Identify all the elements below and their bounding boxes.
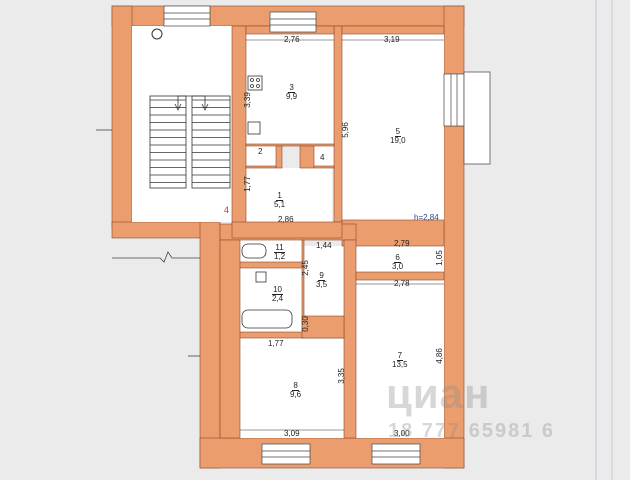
room-6-area: 3,0	[392, 262, 404, 272]
dim-3-39: 3,39	[242, 92, 252, 108]
staircase	[149, 95, 231, 189]
room-10-label: 10 2,4	[272, 285, 284, 304]
fixtures	[241, 75, 293, 329]
watermark-brand: циан	[386, 370, 491, 417]
room-6-label: 6 3,0	[392, 253, 404, 272]
dim-1-77-v: 1,77	[242, 176, 252, 192]
dim-0-30: 0,30	[300, 316, 310, 332]
dim-4-86: 4,86	[434, 348, 444, 364]
room-8-area: 9,6	[290, 390, 302, 400]
room-7-label: 7 13,5	[392, 351, 408, 370]
dim-1-05: 1,05	[434, 250, 444, 266]
dim-3-09: 3,09	[284, 429, 300, 438]
room-11-area: 1,2	[274, 252, 286, 262]
room-2-label: 2	[258, 147, 263, 156]
room-7-area: 13,5	[392, 360, 408, 370]
dim-3-35: 3,35	[336, 368, 346, 384]
room-9-label: 9 3,5	[316, 271, 328, 290]
dim-1-44: 1,44	[316, 241, 332, 250]
dim-2-45: 2,45	[300, 260, 310, 276]
dim-2-86: 2,86	[278, 215, 294, 224]
watermark-code: 18 777 65981 6	[388, 420, 556, 442]
room-2-number: 2	[258, 147, 263, 156]
room-5-label: 5 19,0	[390, 127, 406, 146]
room-9-area: 3,5	[316, 280, 328, 290]
balcony	[463, 71, 491, 165]
chimney-circle	[151, 28, 163, 40]
room-4-number: 4	[320, 153, 325, 162]
dim-3-00: 3,00	[394, 429, 410, 438]
room-8-label: 8 9,6	[290, 381, 302, 400]
dim-2-78: 2,78	[394, 279, 410, 288]
dim-3-19: 3,19	[384, 35, 400, 44]
dim-height: h=2,84	[414, 213, 439, 222]
room-11-label: 11 1,2	[274, 243, 286, 262]
windows	[163, 5, 465, 465]
room-1-label: 1 5,1	[274, 191, 286, 210]
dimension-lines	[240, 39, 444, 431]
room-3-label: 3 9,9	[286, 83, 298, 102]
dim-2-76: 2,76	[284, 35, 300, 44]
room-10-area: 2,4	[272, 294, 284, 304]
room-4-label: 4	[320, 153, 325, 162]
dim-2-79: 2,79	[394, 239, 410, 248]
room-5-area: 19,0	[390, 136, 406, 146]
room-1-area: 5,1	[274, 200, 286, 210]
outside-lines	[96, 129, 200, 357]
dim-1-77-h: 1,77	[268, 339, 284, 348]
room-3-area: 9,9	[286, 92, 298, 102]
red-mark-number: 4	[224, 205, 230, 215]
dim-5-96: 5,96	[340, 122, 350, 138]
